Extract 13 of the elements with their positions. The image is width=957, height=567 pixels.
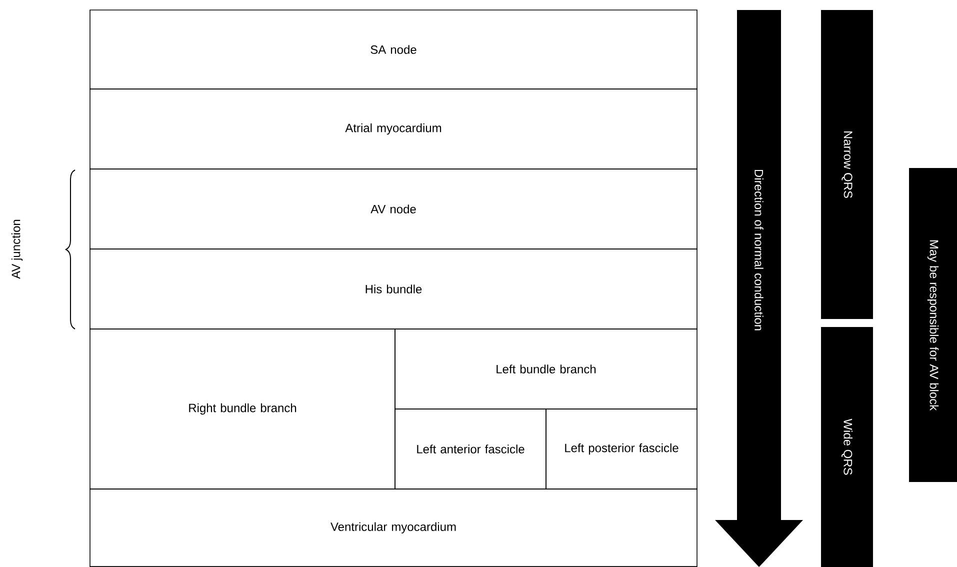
- label-bar: Wide QRS: [821, 327, 874, 567]
- table-cell: Left bundle branch: [394, 328, 698, 410]
- table-cell: His bundle: [90, 248, 698, 330]
- label-bar: May be responsible for AV block: [909, 168, 957, 482]
- table-cell: Left anterior fascicle: [394, 408, 546, 490]
- table-cell: SA node: [90, 10, 698, 90]
- side-label: AV junction: [11, 220, 23, 279]
- table-cell: AV node: [90, 168, 698, 250]
- table-cell: Atrial myocardium: [90, 88, 698, 170]
- label-bar: Narrow QRS: [821, 10, 874, 319]
- table-cell: Ventricular myocardium: [90, 488, 698, 567]
- table-cell: Left posterior fascicle: [546, 408, 698, 490]
- table-cell: Right bundle branch: [90, 328, 396, 490]
